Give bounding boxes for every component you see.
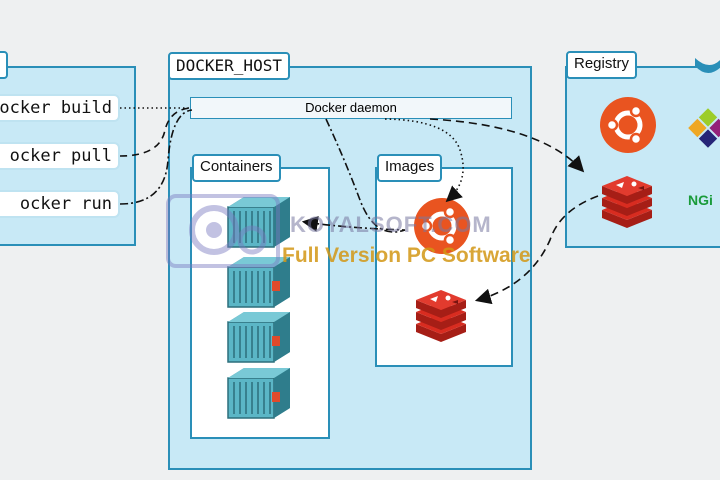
- redis-logo-icon: [416, 290, 466, 342]
- container-icon: [227, 311, 291, 363]
- watermark-site: KOYALSOFT.COM: [290, 212, 492, 237]
- run-arrow: [119, 109, 193, 205]
- docker-run-command[interactable]: ocker run: [0, 190, 120, 218]
- centos-logo-icon: [688, 108, 720, 148]
- watermark-tagline: Full Version PC Software: [282, 244, 531, 267]
- daemon-to-registry-arrow: [429, 118, 585, 173]
- docker-host-title: DOCKER_HOST: [168, 52, 290, 80]
- client-tab: [0, 51, 8, 79]
- pull-arrow: [119, 107, 191, 157]
- docker-daemon-bar[interactable]: Docker daemon: [190, 97, 512, 119]
- registry-title: Registry: [566, 51, 638, 79]
- registry-to-redis-arrow: [474, 195, 599, 305]
- ubuntu-logo-icon: [600, 97, 656, 153]
- container-badge: [272, 392, 280, 402]
- containers-label: Containers: [192, 154, 281, 182]
- images-label: Images: [377, 154, 443, 182]
- redis-logo-icon: [602, 176, 652, 228]
- docker-whale-icon: [695, 58, 720, 73]
- docker-pull-command[interactable]: ocker pull: [0, 142, 120, 170]
- nginx-label: NGi: [688, 192, 713, 208]
- container-badge: [272, 281, 280, 291]
- run-to-container-arrow: [301, 118, 406, 233]
- container-icon: [227, 367, 291, 419]
- watermark-gear-icon: [166, 194, 280, 268]
- docker-build-command[interactable]: ocker build: [0, 94, 120, 122]
- container-badge: [272, 336, 280, 346]
- daemon-to-ubuntu-arrow: [384, 118, 464, 203]
